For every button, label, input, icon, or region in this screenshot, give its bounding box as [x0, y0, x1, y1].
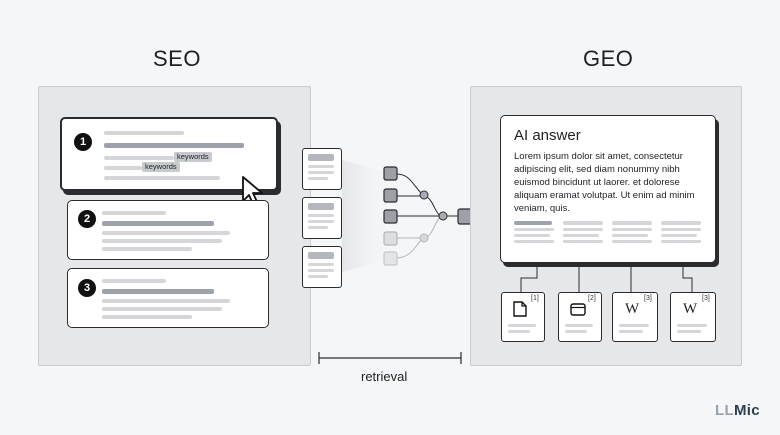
- retrieval-flow: [342, 160, 490, 272]
- result-line: [104, 156, 174, 160]
- citation-connectors: [520, 262, 693, 292]
- retrieval-bracket: [318, 352, 462, 364]
- retrieved-doc-thumbnail: [302, 197, 342, 239]
- result-line: [102, 239, 222, 243]
- retrieved-doc-thumbnail: [302, 148, 342, 190]
- wikipedia-icon: W: [625, 301, 640, 317]
- result-line: [104, 166, 142, 170]
- junction-node: [419, 190, 429, 200]
- source-card-2[interactable]: [2]: [558, 292, 602, 342]
- result-line: [102, 247, 192, 251]
- brand-logo: LLMic: [715, 402, 760, 419]
- ai-answer-text: Lorem ipsum dolor sit amet, consectetur …: [514, 151, 695, 214]
- citation-ref: [1]: [531, 295, 539, 302]
- junction-node: [419, 233, 429, 243]
- chunk-node: [383, 166, 398, 181]
- citation-ref: [3]: [702, 295, 710, 302]
- keyword-highlight: keywords: [174, 152, 212, 162]
- chunk-node: [383, 209, 398, 224]
- citation-ref: [2]: [588, 295, 596, 302]
- chunk-node: [383, 231, 398, 246]
- result-title-line: [102, 289, 214, 294]
- ai-answer-title: AI answer: [514, 127, 581, 144]
- result-line: [102, 279, 166, 283]
- result-line: [104, 176, 220, 180]
- result-title-line: [104, 143, 244, 148]
- result-title-line: [102, 221, 214, 226]
- rank-badge: 3: [78, 279, 96, 297]
- wikipedia-icon: W: [683, 301, 698, 317]
- search-result-2[interactable]: 2: [67, 200, 269, 260]
- search-result-3[interactable]: 3: [67, 268, 269, 328]
- citation-ref: [3]: [644, 295, 652, 302]
- search-result-1[interactable]: 1 keywords keywords: [60, 117, 278, 191]
- chunk-node: [383, 251, 398, 266]
- result-line: [102, 211, 166, 215]
- retrieved-doc-thumbnail: [302, 246, 342, 288]
- junction-node: [438, 211, 448, 221]
- result-line: [102, 315, 192, 319]
- retrieval-beam: [342, 160, 395, 272]
- ai-answer-card: AI answer Lorem ipsum dolor sit amet, co…: [500, 115, 716, 263]
- geo-title: GEO: [583, 46, 634, 71]
- result-line: [102, 299, 230, 303]
- rank-badge: 1: [74, 133, 92, 151]
- browser-window-icon: [570, 303, 586, 316]
- document-icon: [513, 301, 527, 317]
- keyword-highlight: keywords: [142, 162, 180, 172]
- source-card-3[interactable]: W [3]: [612, 292, 658, 342]
- chunk-node: [383, 188, 398, 203]
- source-card-4[interactable]: W [3]: [670, 292, 716, 342]
- result-line: [102, 307, 222, 311]
- result-line: [104, 131, 184, 135]
- retrieval-label: retrieval: [361, 369, 408, 384]
- result-line: [102, 231, 230, 235]
- seo-title: SEO: [153, 46, 201, 71]
- rank-badge: 2: [78, 210, 96, 228]
- source-card-1[interactable]: [1]: [501, 292, 545, 342]
